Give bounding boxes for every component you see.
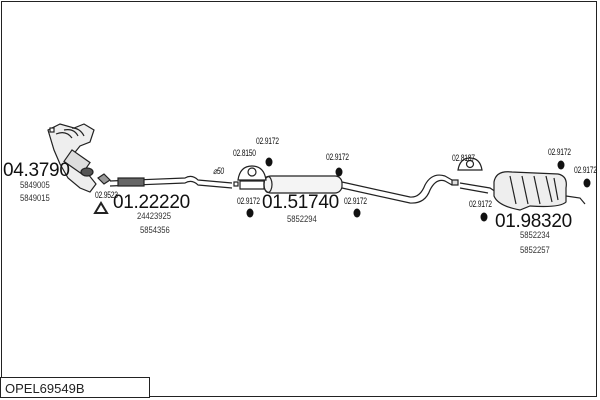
gasket-label[interactable]: 02.9523 <box>95 190 118 200</box>
diameter-label: ⌀50 <box>213 166 224 176</box>
clamp-label[interactable]: 02.9172 <box>326 152 349 162</box>
oem-number: 5852294 <box>287 214 317 224</box>
clamp-label[interactable]: 02.9172 <box>574 165 597 175</box>
clamp-icon <box>557 160 565 170</box>
clamp-label[interactable]: 02.9172 <box>237 196 260 206</box>
clamp-icon <box>335 167 343 177</box>
oem-number: 5852234 <box>520 230 550 240</box>
pipe-connector <box>233 181 239 187</box>
manifold-catalyst-part[interactable] <box>47 123 97 193</box>
part-number[interactable]: 01.98320 <box>495 211 572 232</box>
bracket-label[interactable]: 02.8187 <box>452 153 475 163</box>
oem-number: 5854356 <box>140 225 170 235</box>
flange-gasket <box>80 167 94 177</box>
oem-number: 5849005 <box>20 180 50 190</box>
clamp-label[interactable]: 02.9172 <box>344 196 367 206</box>
oem-number: 5852257 <box>520 245 550 255</box>
clamp-label[interactable]: 02.9172 <box>548 147 571 157</box>
gasket-icon <box>93 201 109 214</box>
middle-silencer-part[interactable] <box>239 174 459 204</box>
clamp-label[interactable]: 02.9172 <box>469 199 492 209</box>
clamp-icon <box>353 208 361 218</box>
clamp-icon <box>246 208 254 218</box>
bracket-label[interactable]: 02.8150 <box>233 148 256 158</box>
oem-number: 5849015 <box>20 193 50 203</box>
clamp-label[interactable]: 02.9172 <box>256 136 279 146</box>
rear-silencer-part[interactable] <box>459 171 586 211</box>
clamp-icon <box>265 157 273 167</box>
front-pipe-part[interactable] <box>97 173 233 189</box>
part-number[interactable]: 01.22220 <box>113 192 190 213</box>
part-number[interactable]: 01.51740 <box>262 192 339 213</box>
clamp-icon <box>583 178 591 188</box>
oem-number: 24423925 <box>137 211 172 221</box>
clamp-icon <box>480 212 488 222</box>
clamp-icons <box>246 157 591 222</box>
part-number[interactable]: 04.3790 <box>3 160 70 181</box>
diagram-title: OPEL69549B <box>0 377 150 398</box>
